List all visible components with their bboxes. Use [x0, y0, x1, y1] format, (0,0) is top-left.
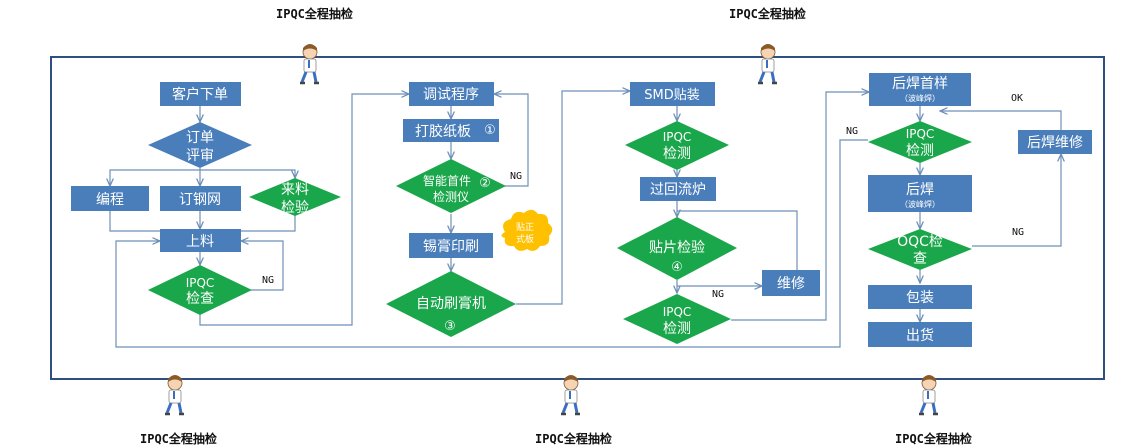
programming-box	[71, 186, 149, 211]
incoming-text-1: 来料	[281, 182, 309, 198]
box-texts: 客户下单 订单 评审 编程 订钢网 来料 检验 上料 IPQC 检查 调试程序 …	[96, 76, 1083, 344]
ng-label-ipqc1: NG	[262, 275, 275, 286]
repair-text: 维修	[777, 276, 805, 292]
solder-print-box	[409, 233, 493, 258]
post-weld-first-sub-text: （波峰焊）	[900, 93, 940, 103]
auto-printer-text: 自动刷膏机	[416, 295, 486, 312]
customer-order-box	[160, 82, 241, 106]
ng-label-first-article: NG	[510, 171, 523, 182]
ipqc2-text-2: 检测	[663, 146, 691, 162]
oqc-text-1: OQC检	[897, 234, 943, 250]
oqc-diamond	[868, 229, 972, 270]
ipqc3-diamond	[623, 294, 731, 344]
inspector-figure-bottom-left	[163, 373, 186, 416]
placement-insp-text: 贴片检验	[649, 240, 705, 256]
post-weld-repair-text: 后焊维修	[1027, 135, 1083, 151]
formal-board-badge	[501, 209, 553, 251]
marker-4: ④	[671, 260, 683, 275]
order-stencil-box	[160, 186, 241, 211]
inspection-label-top-right: IPQC全程抽检	[729, 7, 806, 21]
glue-board-box	[403, 119, 499, 142]
smd-box	[630, 82, 715, 106]
ng-label-ipqc4: NG	[846, 126, 859, 137]
marker-1: ①	[484, 123, 496, 138]
glue-board-text: 打胶纸板	[415, 123, 471, 140]
ipqc2-text-1: IPQC	[663, 130, 692, 144]
loading-box	[160, 229, 241, 252]
marker-2: ②	[479, 176, 491, 191]
repair-box	[762, 270, 820, 296]
first-article-diamond	[396, 159, 506, 213]
post-weld-repair-box	[1018, 130, 1092, 154]
placement-inspection-diamond	[617, 217, 737, 280]
post-weld-first-text: 后焊首样	[892, 76, 948, 92]
ipqc4-text-1: IPQC	[906, 127, 935, 141]
ok-label-repair: OK	[1011, 93, 1024, 104]
ng-label-placement: NG	[712, 289, 725, 300]
reflow-text: 过回流炉	[650, 182, 706, 198]
order-review-text-2: 评审	[186, 148, 214, 164]
badge-text-1: 贴正	[516, 221, 534, 233]
marker-3: ③	[444, 319, 456, 334]
shipping-text: 出货	[906, 327, 934, 344]
debug-program-box	[409, 82, 494, 106]
ipqc3-text-2: 检测	[663, 321, 691, 337]
ipqc1-diamond	[148, 265, 252, 315]
post-weld-text: 后焊	[906, 182, 934, 198]
inspector-figure-top-right	[756, 42, 779, 85]
decision-diamonds	[148, 121, 972, 344]
loading-text: 上料	[186, 234, 214, 250]
order-review-diamond	[148, 122, 252, 168]
oqc-text-2: 查	[913, 251, 927, 267]
reflow-box	[640, 177, 716, 201]
badge-text-2: 式板	[516, 233, 534, 245]
inspection-label-bottom-left: IPQC全程抽检	[140, 432, 217, 446]
connectors	[110, 91, 1061, 348]
auto-printer-diamond	[386, 271, 516, 337]
order-stencil-text: 订钢网	[179, 192, 221, 208]
incoming-text-2: 检验	[281, 200, 309, 216]
customer-order-text: 客户下单	[172, 86, 228, 103]
incoming-inspection-diamond	[249, 178, 341, 216]
inspector-figure-bottom-middle	[559, 373, 582, 416]
ipqc4-diamond	[868, 121, 972, 163]
post-weld-sub-text: （波峰焊）	[900, 199, 940, 209]
first-article-text-2: 检测仪	[433, 189, 469, 204]
post-weld-first-box	[869, 73, 971, 106]
packing-text: 包装	[906, 290, 934, 306]
order-review-text-1: 订单	[186, 130, 214, 146]
smd-text: SMD贴装	[644, 88, 699, 103]
inspector-figure-top-left	[298, 42, 321, 85]
ipqc4-text-2: 检测	[906, 143, 934, 159]
ipqc1-text-1: IPQC	[186, 276, 215, 290]
shipping-box	[868, 322, 972, 347]
inspection-label-bottom-right: IPQC全程抽检	[895, 432, 972, 446]
post-weld-box	[868, 175, 972, 212]
inspection-label-top-left: IPQC全程抽检	[276, 7, 353, 21]
solder-print-text: 锡膏印刷	[423, 238, 479, 255]
ng-label-oqc: NG	[1012, 227, 1025, 238]
process-boxes	[71, 73, 1092, 347]
ipqc2-diamond	[625, 121, 729, 170]
ipqc1-text-2: 检查	[186, 291, 214, 307]
packing-box	[868, 285, 972, 309]
inspection-label-bottom-middle: IPQC全程抽检	[535, 432, 612, 446]
inspector-figure-bottom-right	[917, 373, 940, 416]
first-article-text-1: 智能首件	[423, 173, 471, 188]
debug-program-text: 调试程序	[423, 87, 479, 103]
ipqc3-text-1: IPQC	[663, 305, 692, 319]
programming-text: 编程	[96, 192, 124, 208]
